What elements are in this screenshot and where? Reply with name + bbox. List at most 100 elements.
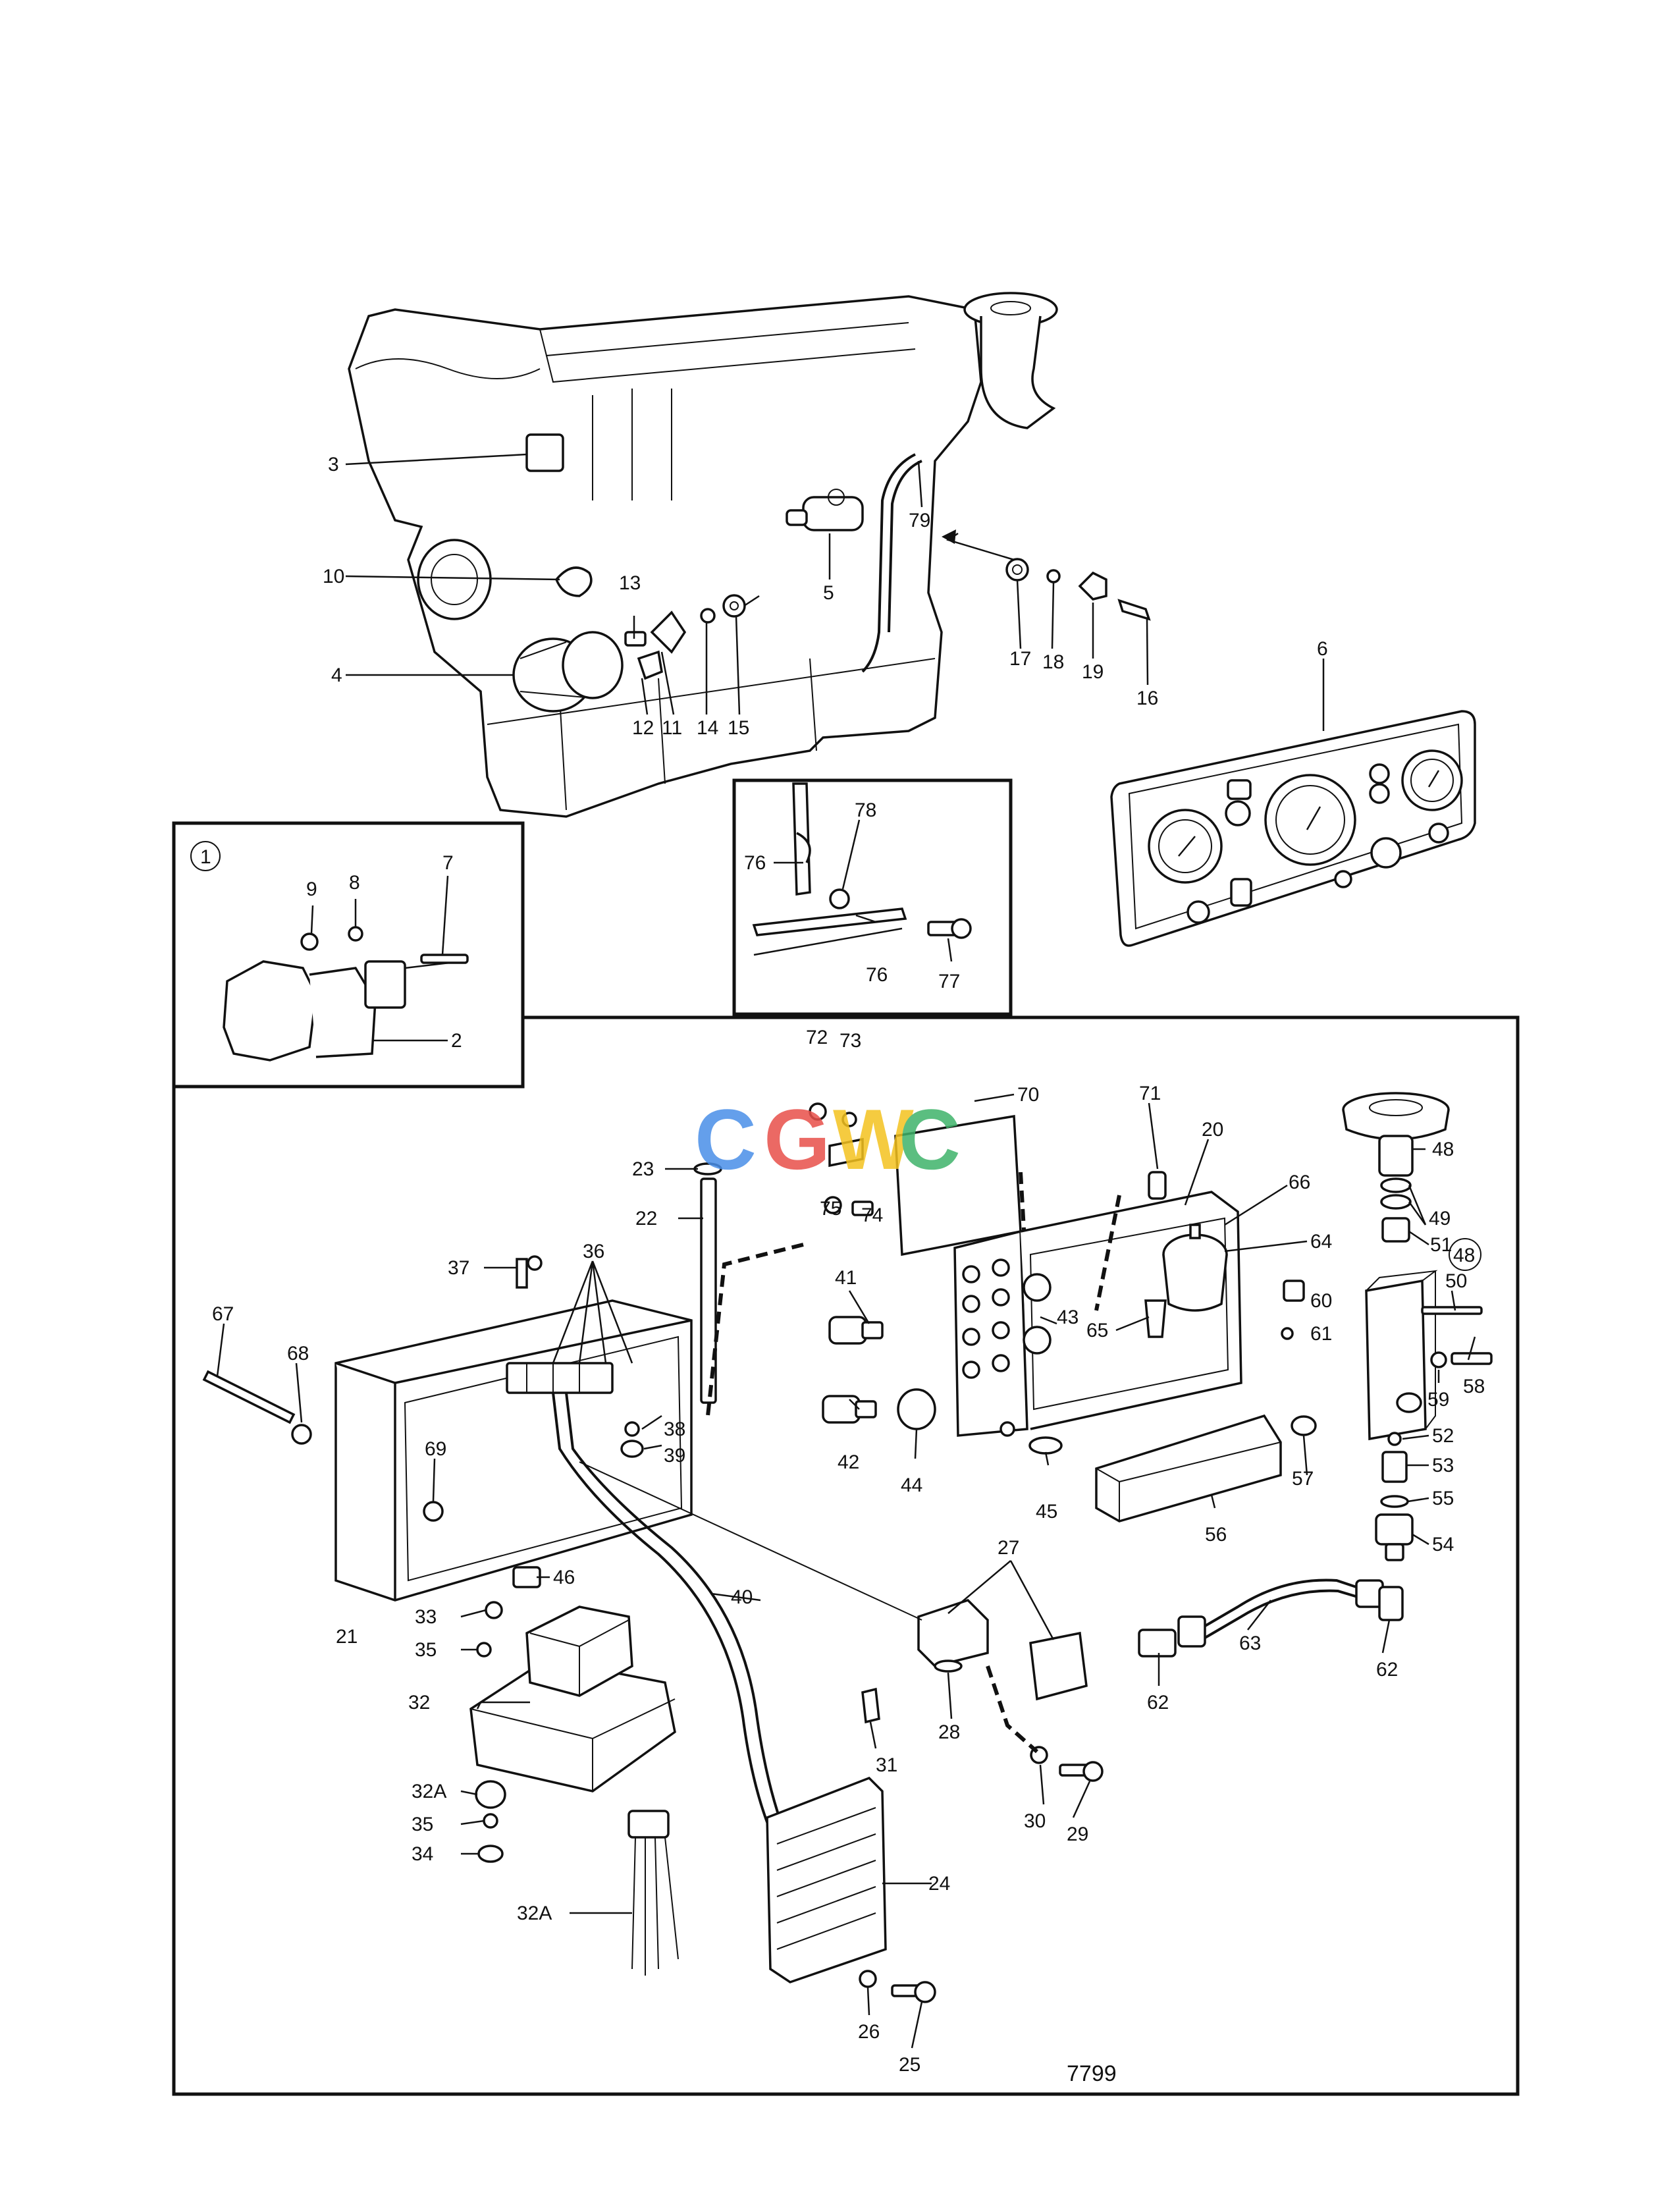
label-19: 19 <box>1082 661 1104 683</box>
label-37: 36 <box>583 1241 604 1262</box>
watermark-letter-c1: C <box>695 1091 757 1187</box>
label-52: 51 <box>1430 1234 1452 1256</box>
watermark-logo: C G W C <box>695 1091 961 1187</box>
label-42: 41 <box>835 1267 857 1289</box>
label-13: 13 <box>619 572 641 594</box>
label-32: 32 <box>408 1692 430 1713</box>
label-23: 23 <box>632 1158 654 1180</box>
label-67: 66 <box>1289 1172 1310 1193</box>
label-16: 16 <box>1136 688 1158 709</box>
detail-marker-48-label: 48 <box>1453 1245 1475 1266</box>
watermark-letter-g: G <box>764 1091 830 1187</box>
label-80: 79 <box>909 510 930 531</box>
label-53: 52 <box>1432 1425 1454 1447</box>
label-71: 70 <box>1017 1084 1039 1106</box>
label-7: 7 <box>442 852 454 874</box>
figure-number: 7799 <box>1067 2061 1117 2086</box>
label-31: 31 <box>876 1754 897 1776</box>
label-30: 30 <box>1024 1810 1046 1832</box>
lower-components <box>469 1461 1104 2003</box>
label-43: 42 <box>838 1451 859 1473</box>
label-65: 64 <box>1310 1231 1332 1253</box>
label-22: 22 <box>635 1208 657 1229</box>
label-36b: 35 <box>412 1814 433 1835</box>
label-14: 14 <box>697 717 718 739</box>
label-51: 50 <box>1445 1270 1467 1292</box>
label-3: 3 <box>328 454 339 475</box>
label-77b: 76 <box>866 964 888 986</box>
label-70: 69 <box>425 1438 446 1460</box>
watermark-letter-c2: C <box>899 1091 961 1187</box>
label-50: 49 <box>1429 1208 1451 1229</box>
label-34: 33 <box>415 1606 437 1628</box>
label-76: 75 <box>820 1198 841 1220</box>
label-20: 20 <box>1202 1119 1223 1141</box>
label-68: 67 <box>212 1303 234 1325</box>
label-61: 60 <box>1310 1290 1332 1312</box>
label-56: 55 <box>1432 1488 1454 1509</box>
label-15: 15 <box>728 717 749 739</box>
label-72: 71 <box>1139 1083 1161 1104</box>
label-8: 8 <box>349 872 360 894</box>
label-29: 29 <box>1067 1823 1088 1845</box>
label-9: 9 <box>306 878 317 900</box>
label-64: 63 <box>1239 1632 1261 1654</box>
label-47: 46 <box>553 1567 575 1588</box>
valve-assembly-48 <box>1138 1092 1493 1658</box>
label-45: 44 <box>901 1474 922 1496</box>
label-55: 54 <box>1432 1534 1454 1555</box>
label-60: 59 <box>1427 1389 1449 1411</box>
label-32A: 32A <box>517 1902 552 1924</box>
label-63b: 62 <box>1376 1659 1398 1681</box>
label-46: 45 <box>1036 1501 1057 1523</box>
label-38: 37 <box>448 1257 469 1279</box>
label-27: 27 <box>998 1537 1019 1559</box>
label-24: 24 <box>928 1873 950 1895</box>
label-33: 32A <box>412 1781 446 1802</box>
instrument-panel-drawing <box>1110 710 1476 947</box>
detail-marker-48 <box>1449 1238 1481 1271</box>
label-25: 25 <box>899 2054 920 2076</box>
inset-1-parts <box>223 926 469 1062</box>
callout-labels: 3 10 4 5 79 6 13 12 11 14 15 17 18 19 16… <box>190 454 1485 2086</box>
electrical-box-21 <box>202 1162 801 1872</box>
label-62: 61 <box>1310 1323 1332 1345</box>
label-58: 57 <box>1292 1468 1314 1490</box>
label-78: 77 <box>938 971 960 992</box>
label-10: 10 <box>323 566 344 587</box>
label-21: 21 <box>336 1626 358 1648</box>
label-66: 65 <box>1086 1320 1108 1341</box>
detail-marker-1 <box>190 841 221 871</box>
watermark-letter-w: W <box>833 1091 914 1187</box>
label-6: 6 <box>1317 638 1328 660</box>
main-detail-frame <box>172 1015 1520 2096</box>
label-40: 39 <box>664 1445 685 1467</box>
label-28: 28 <box>938 1721 960 1743</box>
label-5: 5 <box>823 582 834 604</box>
engine-block-drawing <box>348 292 1151 818</box>
label-36a: 35 <box>415 1639 437 1661</box>
label-63a: 62 <box>1147 1692 1169 1713</box>
label-11: 11 <box>662 717 682 739</box>
label-35: 34 <box>412 1843 433 1865</box>
label-44: 43 <box>1057 1307 1079 1328</box>
label-74: 73 <box>840 1030 861 1052</box>
label-57: 56 <box>1205 1524 1227 1546</box>
label-54: 53 <box>1432 1455 1454 1476</box>
leader-lines <box>216 453 1476 2049</box>
relay-box-20 <box>706 1102 1317 1523</box>
label-4: 4 <box>331 664 342 686</box>
bracket-parts <box>752 782 972 956</box>
label-12: 12 <box>632 717 654 739</box>
label-17: 17 <box>1009 648 1031 670</box>
label-49: 48 <box>1432 1139 1454 1160</box>
label-39: 38 <box>664 1418 685 1440</box>
label-75: 74 <box>861 1204 883 1226</box>
inset-bracket-frame <box>732 778 1013 1016</box>
detail-marker-1-label: 1 <box>200 846 211 868</box>
label-26: 26 <box>858 2021 880 2043</box>
label-59: 58 <box>1463 1376 1485 1397</box>
label-18: 18 <box>1042 651 1064 673</box>
label-2: 2 <box>451 1030 462 1052</box>
